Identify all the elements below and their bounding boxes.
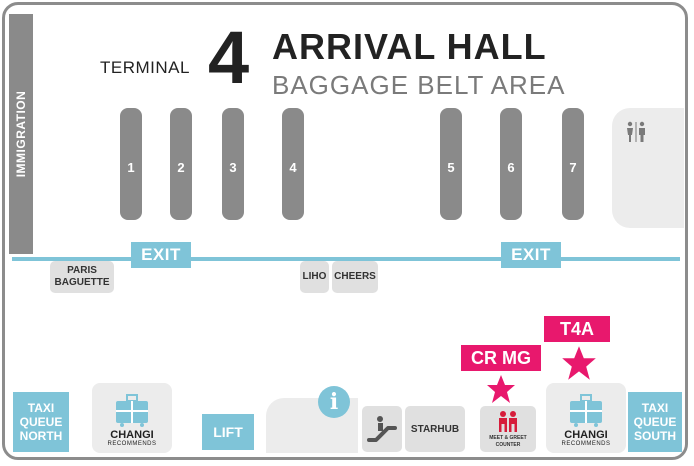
belt-number: 7	[569, 160, 577, 175]
changi-recommends-south[interactable]: CHANGI RECOMMENDS	[546, 383, 626, 453]
taxi-label: QUEUE	[19, 415, 63, 429]
exit-sign-right[interactable]: EXIT	[501, 242, 561, 268]
belt-number: 5	[447, 160, 455, 175]
lift[interactable]: LIFT	[202, 414, 254, 450]
restroom-icon	[627, 121, 645, 142]
taxi-label: TAXI	[27, 401, 55, 415]
star-icon	[562, 346, 596, 380]
changi-label: CHANGI	[564, 429, 608, 441]
recommends-label: RECOMMENDS	[107, 441, 157, 447]
paris-baguette-shop[interactable]: PARIS BAGUETTE	[50, 261, 114, 293]
taxi-queue-south[interactable]: TAXI QUEUE SOUTH	[628, 392, 682, 452]
baggage-belt-1[interactable]: 1	[120, 108, 142, 220]
exit-line	[12, 257, 680, 261]
belt-number: 4	[289, 160, 297, 175]
t4a-marker[interactable]: T4A	[544, 316, 610, 342]
escalator-icon	[367, 416, 397, 442]
liho-shop[interactable]: LIHO	[300, 261, 329, 293]
shop-label: PARIS	[67, 265, 97, 276]
baggage-belt-6[interactable]: 6	[500, 108, 522, 220]
info-icon[interactable]: i	[318, 386, 350, 418]
taxi-label: SOUTH	[634, 429, 676, 443]
terminal-label: TERMINAL	[100, 58, 190, 77]
taxi-label: TAXI	[641, 401, 669, 415]
taxi-queue-north[interactable]: TAXI QUEUE NORTH	[13, 392, 69, 452]
cheers-shop[interactable]: CHEERS	[332, 261, 378, 293]
star-icon	[487, 375, 515, 403]
escalator[interactable]	[362, 406, 402, 452]
meet-greet-counter[interactable]: MEET & GREET COUNTER	[480, 406, 536, 452]
exit-sign-left[interactable]: EXIT	[131, 242, 191, 268]
baggage-belt-3[interactable]: 3	[222, 108, 244, 220]
baggage-belt-5[interactable]: 5	[440, 108, 462, 220]
counter-label: COUNTER	[495, 442, 521, 448]
baggage-belt-4[interactable]: 4	[282, 108, 304, 220]
luggage-icon	[116, 394, 148, 427]
belt-number: 1	[127, 160, 135, 175]
recommends-label: RECOMMENDS	[561, 441, 611, 447]
page-subtitle: BAGGAGE BELT AREA	[272, 70, 566, 100]
changi-recommends-north[interactable]: CHANGI RECOMMENDS	[92, 383, 172, 453]
changi-label: CHANGI	[110, 429, 154, 441]
taxi-label: NORTH	[19, 429, 63, 443]
immigration-zone: IMMIGRATION	[9, 14, 33, 254]
meet-greet-icon	[499, 411, 517, 432]
starhub-shop[interactable]: STARHUB	[405, 406, 465, 452]
immigration-label: IMMIGRATION	[14, 90, 28, 178]
belt-number: 3	[229, 160, 237, 175]
baggage-belt-7[interactable]: 7	[562, 108, 584, 220]
cr-mg-marker[interactable]: CR MG	[461, 345, 541, 371]
belt-number: 6	[507, 160, 515, 175]
restroom-area[interactable]	[612, 108, 684, 228]
shop-label: BAGUETTE	[54, 277, 110, 288]
baggage-belt-2[interactable]: 2	[170, 108, 192, 220]
page-title: ARRIVAL HALL	[272, 26, 547, 67]
meet-greet-label: MEET & GREET	[489, 435, 527, 441]
belt-number: 2	[177, 160, 185, 175]
luggage-icon	[570, 394, 602, 427]
terminal-number: 4	[208, 16, 250, 99]
taxi-label: QUEUE	[633, 415, 677, 429]
